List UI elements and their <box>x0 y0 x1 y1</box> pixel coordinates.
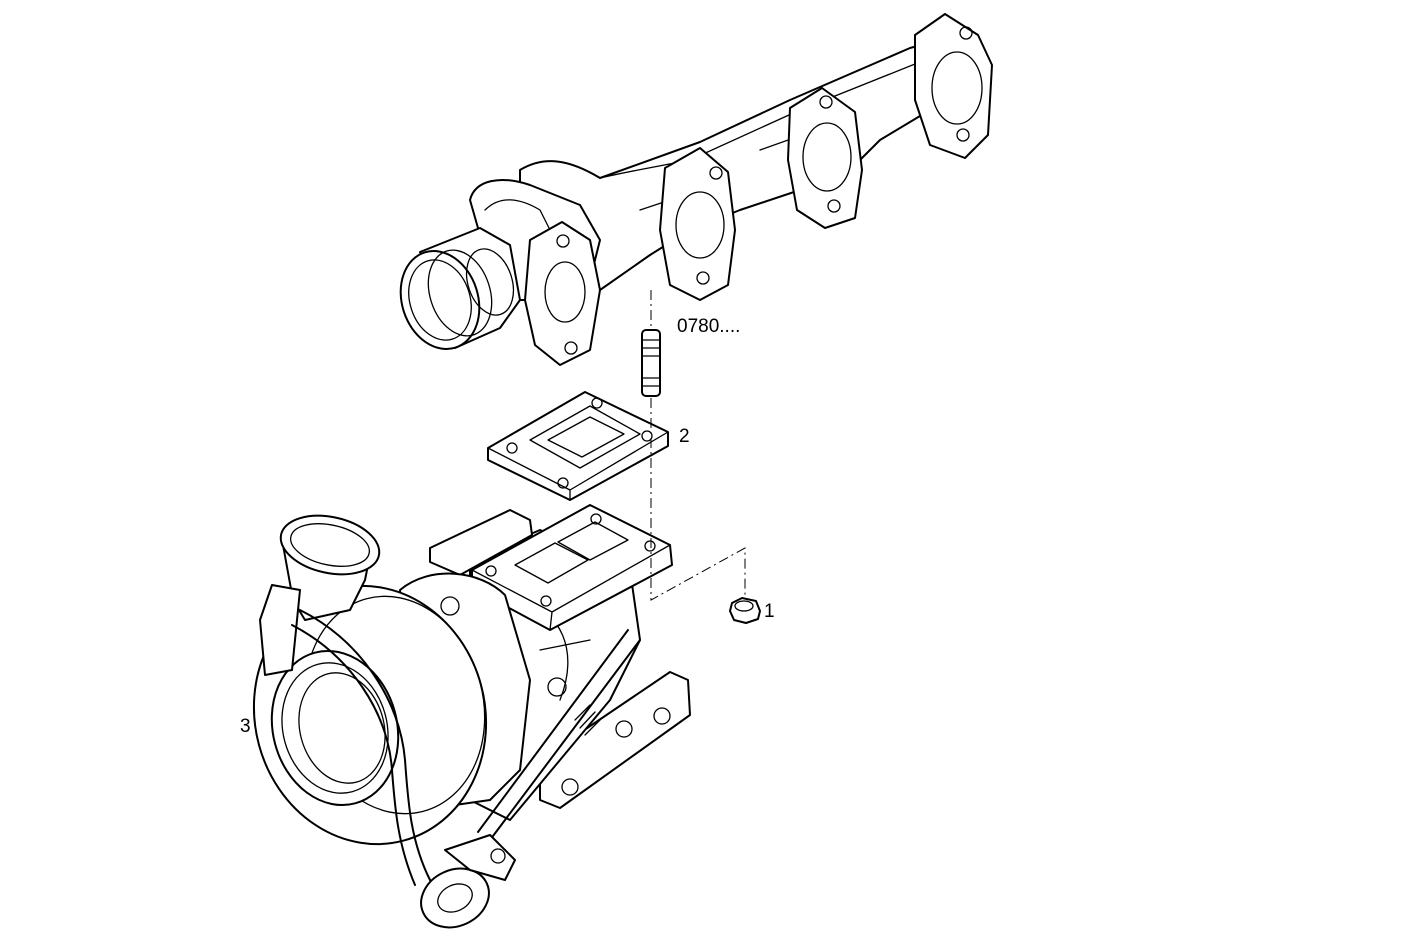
stud-bolt <box>641 329 661 397</box>
exhaust-manifold <box>399 13 993 366</box>
gasket <box>487 391 669 501</box>
ref-0780-label: 0780.... <box>677 316 740 337</box>
turbocharger <box>252 504 691 929</box>
part-2-label: 2 <box>679 426 690 447</box>
part-1-label: 1 <box>764 601 775 622</box>
assembly-alignment-lines <box>650 290 746 601</box>
hex-nut <box>729 597 761 624</box>
part-3-label: 3 <box>240 716 251 737</box>
